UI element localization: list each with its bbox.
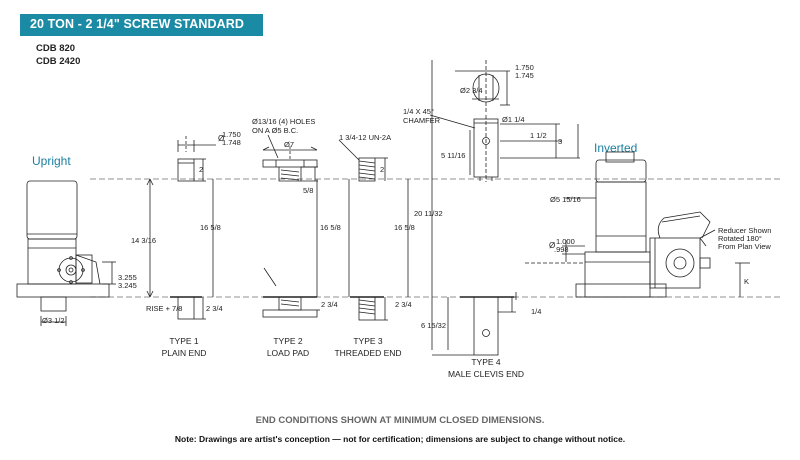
dim-dia-1-1-4: Ø1 1/4: [502, 115, 525, 124]
dim-3: 3: [558, 137, 562, 146]
type1-desc: PLAIN END: [162, 348, 207, 358]
dim-type3-16-5-8: 16 5/8: [394, 223, 415, 232]
model-label: CDB 820: [36, 43, 76, 54]
type3-threaded-end: [338, 139, 409, 321]
dim-type1-height: 2: [199, 165, 203, 174]
dim-6-15-32: 6 15/32: [421, 321, 446, 330]
dim-diameter-upper: 1.750: [222, 130, 241, 139]
dim-dia7: Ø7: [284, 140, 294, 149]
diameter-symbol: Ø: [549, 241, 555, 250]
type3-name: TYPE 3: [353, 336, 383, 346]
dim-1000: 1.000: [556, 237, 575, 246]
dim-type2-16-5-8: 16 5/8: [320, 223, 341, 232]
dim-1-4: 1/4: [531, 307, 541, 316]
inverted-jack: [525, 151, 750, 298]
dim-3255: 3.255: [118, 273, 137, 282]
dim-5-15-16: Ø5 15/16: [550, 195, 581, 204]
upright-heading: Upright: [32, 154, 71, 168]
disclaimer-note: Note: Drawings are artist's conception —…: [174, 434, 626, 444]
dim-holes-1: Ø13/16 (4) HOLES: [252, 117, 315, 126]
inverted-heading: Inverted: [594, 141, 638, 155]
dim-top-1745: 1.745: [515, 71, 534, 80]
type3-desc: THREADED END: [334, 348, 401, 358]
type2-name: TYPE 2: [273, 336, 303, 346]
dim-rise: RISE + 7/8: [146, 304, 182, 313]
reducer-note-1: Reducer Shown: [718, 226, 771, 235]
title-banner: 20 TON - 2 1/4" SCREW STANDARD: [20, 14, 263, 36]
dim-top-1750: 1.750: [515, 63, 534, 72]
dim-diameter-lower: 1.748: [222, 138, 241, 147]
reducer-note-2: Rotated 180°: [718, 234, 762, 243]
dim-dia-2-3-4: Ø2 3/4: [460, 86, 483, 95]
dim-type3-height: 2: [380, 165, 384, 174]
dim-base-diameter: Ø3 1/2: [42, 316, 65, 325]
upright-jack: [16, 180, 116, 326]
dim-20-11-32: 20 11/32: [414, 209, 443, 218]
dim-5-11-16: 5 11/16: [441, 151, 465, 160]
dim-5-8: 5/8: [303, 186, 313, 195]
model-label: CDB 2420: [36, 56, 81, 67]
type4-desc: MALE CLEVIS END: [448, 369, 524, 379]
diameter-symbol: Ø: [218, 134, 224, 143]
dim-3245: 3.245: [118, 281, 137, 290]
page-title: 20 TON - 2 1/4" SCREW STANDARD: [30, 17, 245, 31]
type4-male-clevis: [429, 60, 580, 356]
dim-holes-2: ON A Ø5 B.C.: [252, 126, 298, 135]
dim-chamfer-1: 1/4 X 45°: [403, 107, 434, 116]
reducer-note-3: From Plan View: [718, 242, 771, 251]
dim-chamfer-2: CHAMFER: [403, 116, 441, 125]
dim-type1-2-3-4: 2 3/4: [206, 304, 223, 313]
dim-14-3-16: 14 3/16: [131, 236, 156, 245]
type4-name: TYPE 4: [471, 357, 501, 367]
dim-k: K: [744, 277, 749, 286]
dim-thread: 1 3/4-12 UN-2A: [339, 133, 391, 142]
type2-desc: LOAD PAD: [267, 348, 309, 358]
dim-998: .998: [554, 245, 569, 254]
dim-1-1-2: 1 1/2: [530, 131, 547, 140]
dim-type1-16-5-8: 16 5/8: [200, 223, 221, 232]
dim-type3-2-3-4: 2 3/4: [395, 300, 412, 309]
type1-plain-end: [146, 136, 216, 320]
type2-load-pad: [262, 134, 320, 318]
dim-type2-2-3-4: 2 3/4: [321, 300, 338, 309]
end-conditions-note: END CONDITIONS SHOWN AT MINIMUM CLOSED D…: [255, 415, 545, 426]
type1-name: TYPE 1: [169, 336, 199, 346]
